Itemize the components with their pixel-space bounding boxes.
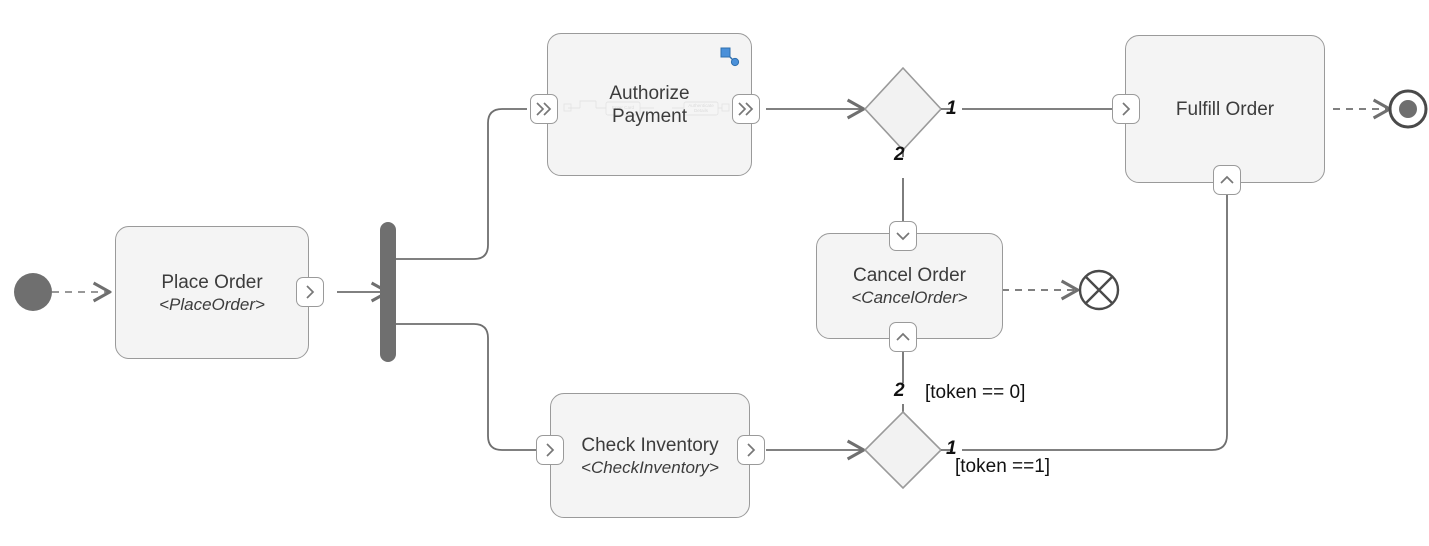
pin-fulfill-order-bottom[interactable]	[1213, 165, 1241, 195]
node-authorize-payment-title: Authorize Payment	[609, 82, 690, 127]
node-authorize-payment[interactable]: Enter Card Authenticate Details Authoriz…	[547, 33, 752, 176]
label-guard-token-zero: [token == 0]	[925, 382, 1026, 403]
node-cancel-order[interactable]: Cancel Order <CancelOrder>	[816, 233, 1003, 339]
node-authorize-payment-watermark: Enter Card Authenticate Details	[563, 100, 730, 116]
pin-check-inventory-out[interactable]	[737, 435, 765, 465]
label-decision-bottom-branch-2: 2	[894, 380, 905, 401]
node-cancel-order-stereotype: <CancelOrder>	[851, 288, 968, 307]
node-check-inventory-stereotype: <CheckInventory>	[581, 457, 719, 477]
node-place-order[interactable]: Place Order <PlaceOrder>	[115, 226, 309, 359]
pin-check-inventory-in[interactable]	[536, 435, 564, 465]
svg-text:Authenticate: Authenticate	[688, 103, 714, 108]
node-cancel-order-title: Cancel Order	[853, 265, 966, 286]
node-check-inventory[interactable]: Check Inventory <CheckInventory>	[550, 393, 750, 518]
node-fulfill-order[interactable]: Fulfill Order	[1125, 35, 1325, 183]
label-guard-token-one: [token ==1]	[955, 456, 1051, 477]
node-fulfill-order-title: Fulfill Order	[1175, 98, 1275, 120]
pin-cancel-order-top[interactable]	[889, 221, 917, 251]
pin-cancel-order-bottom[interactable]	[889, 322, 917, 352]
node-check-inventory-title: Check Inventory	[581, 434, 719, 456]
activity-final-node	[1388, 89, 1428, 129]
subprocess-icon	[720, 47, 740, 67]
edge-decision-bottom-branch1-to-fulfill-order	[941, 190, 1228, 451]
node-place-order-title: Place Order	[161, 271, 263, 293]
label-decision-bottom-branch-1: 1	[946, 438, 957, 459]
pin-authorize-payment-out[interactable]	[732, 94, 760, 124]
pin-fulfill-order-in[interactable]	[1112, 94, 1140, 124]
initial-node	[14, 273, 52, 311]
svg-text:Details: Details	[694, 108, 709, 113]
label-decision-top-branch-2: 2	[894, 144, 905, 165]
pin-place-order-out[interactable]	[296, 277, 324, 307]
flow-final-node	[1078, 269, 1120, 311]
edge-fork-to-check-inventory	[396, 323, 537, 451]
svg-text:Enter Card: Enter Card	[612, 105, 635, 110]
node-place-order-stereotype: <PlaceOrder>	[159, 294, 265, 314]
decision-bottom-diamond	[863, 410, 943, 490]
edge-fork-to-authorize-payment	[396, 108, 527, 260]
pin-authorize-payment-in[interactable]	[530, 94, 558, 124]
fork-bar	[380, 222, 396, 362]
label-decision-top-branch-1: 1	[946, 98, 957, 119]
